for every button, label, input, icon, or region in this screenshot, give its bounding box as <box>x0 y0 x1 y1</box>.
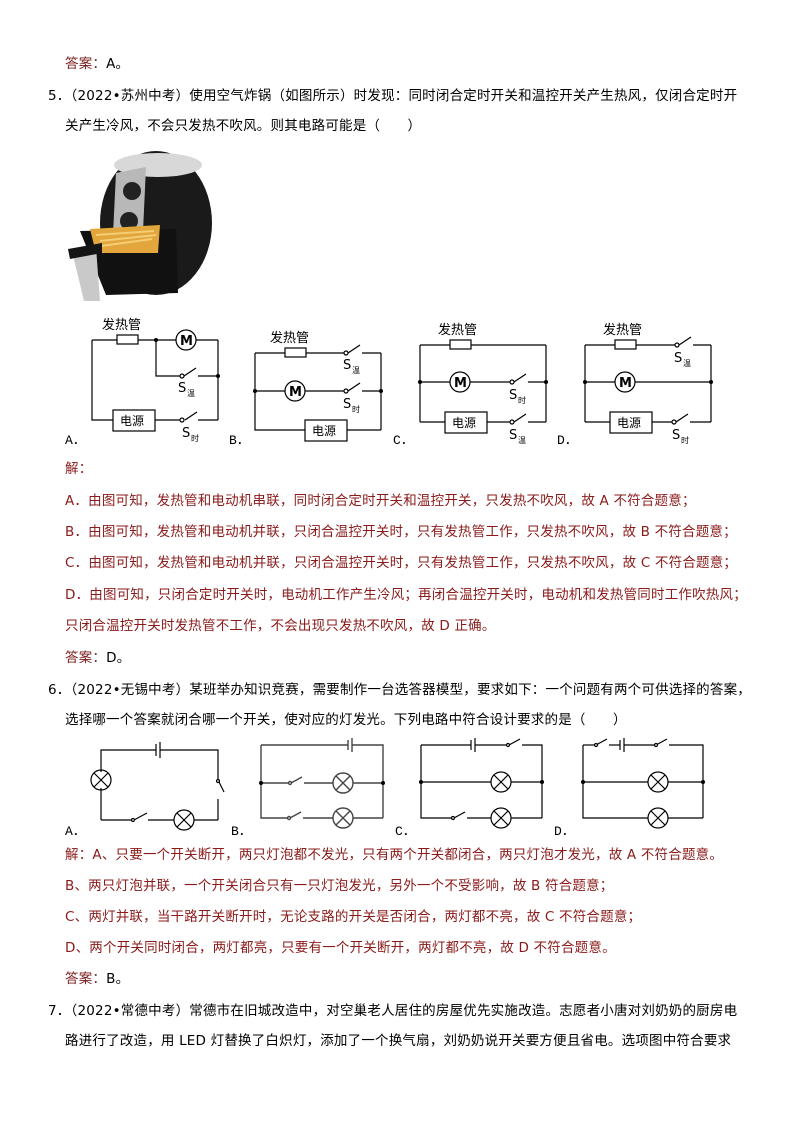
svg-text:发热管: 发热管 <box>438 322 477 338</box>
q6-circuit-b <box>259 738 385 829</box>
q6-option-b[interactable]: B． <box>231 824 252 839</box>
answer-label: 答案： <box>65 56 107 72</box>
svg-text:电源: 电源 <box>617 416 641 430</box>
q6-option-d[interactable]: D． <box>554 824 575 839</box>
q5-solution-line: D．由图可知，只闭合定时开关时，电动机工作产生冷风；再闭合温控开关时，电动机和发… <box>65 587 747 603</box>
solution-label: 解： <box>65 847 93 863</box>
q5-option-b[interactable]: B． <box>229 433 250 448</box>
svg-text:温: 温 <box>683 359 691 368</box>
svg-text:时: 时 <box>352 404 360 414</box>
q5-solution-line: C．由图可知，发热管和电动机并联，只闭合温控开关时，只有发热管工作，只发热不吹风… <box>65 555 738 571</box>
svg-text:发热管: 发热管 <box>270 330 309 346</box>
question-number: 5． <box>48 88 71 104</box>
q6-stem-line1: 6．（2022•无锡中考）某班举办知识竞赛，需要制作一台选答器模型，要求如下：一… <box>48 680 751 700</box>
svg-text:时: 时 <box>518 395 526 405</box>
question-source: （2022•苏州中考） <box>70 88 190 104</box>
svg-text:S: S <box>343 358 351 373</box>
air-fryer-photo <box>68 151 212 301</box>
svg-text:M: M <box>454 376 467 391</box>
svg-text:电源: 电源 <box>312 424 336 438</box>
question-text: 使用空气炸锅（如图所示）时发现：同时闭合定时开关和温控开关产生热风，仅闭合定时开 <box>189 88 738 104</box>
svg-text:S: S <box>509 388 517 403</box>
q6-option-c[interactable]: C． <box>395 824 416 839</box>
svg-text:M: M <box>619 376 632 391</box>
svg-text:M: M <box>289 385 302 400</box>
q5-solution-line: B．由图可知，发热管和电动机并联，只闭合温控开关时，只有发热管工作，只发热不吹风… <box>65 524 737 540</box>
svg-text:发热管: 发热管 <box>102 317 141 333</box>
svg-text:S: S <box>343 397 351 412</box>
q6-option-a[interactable]: A． <box>65 824 86 839</box>
q5-circuit-d: 发热管 M 电源 S 温 S 时 <box>583 322 713 445</box>
svg-text:发热管: 发热管 <box>603 322 642 338</box>
answer-label: 答案： <box>65 971 107 987</box>
question-source: （2022•常德中考） <box>70 1003 190 1019</box>
svg-text:S: S <box>672 428 680 443</box>
question-source: （2022•无锡中考） <box>70 682 190 698</box>
svg-text:温: 温 <box>518 436 526 445</box>
solution-text: A、只要一个开关断开，两只灯泡都不发光，只有两个开关都闭合，两只灯泡才发光，故 … <box>92 847 724 863</box>
q6-solution-line: 解：A、只要一个开关断开，两只灯泡都不发光，只有两个开关都闭合，两只灯泡才发光，… <box>65 845 723 865</box>
q5-option-c[interactable]: C． <box>393 433 414 448</box>
answer-value: B。 <box>106 971 130 987</box>
q6-solution-line: B、两只灯泡并联，一个开关闭合只有一只灯泡发光，另外一个不受影响，故 B 符合题… <box>65 878 614 894</box>
q7-stem-line2: 路进行了改造，用 LED 灯替换了白炽灯，添加了一个换气扇，刘奶奶说开关要方便且… <box>65 1033 732 1049</box>
q5-solution-line: A．由图可知，发热管和电动机串联，同时闭合定时开关和温控开关，只发热不吹风，故 … <box>65 493 696 509</box>
svg-text:温: 温 <box>187 389 195 398</box>
q5-circuit-a: 发热管 M 电源 S 温 S 时 <box>91 317 220 443</box>
svg-text:电源: 电源 <box>452 416 476 430</box>
q5-solution-label: 解： <box>65 461 93 477</box>
question-text: 常德市在旧城改造中，对空巢老人居住的房屋优先实施改造。志愿者小唐对刘奶奶的厨房电 <box>189 1003 738 1019</box>
question-number: 6． <box>48 682 71 698</box>
q6-circuit-a <box>90 742 225 831</box>
svg-text:时: 时 <box>191 433 199 443</box>
svg-text:时: 时 <box>681 435 689 445</box>
q6-answer: 答案：B。 <box>65 969 129 989</box>
svg-text:S: S <box>178 381 186 396</box>
q5-answer: 答案：D。 <box>65 648 130 668</box>
question-text: 某班举办知识竞赛，需要制作一台选答器模型，要求如下：一个问题有两个可供选择的答案… <box>189 682 751 698</box>
q5-stem-line1: 5．（2022•苏州中考）使用空气炸锅（如图所示）时发现：同时闭合定时开关和温控… <box>48 86 737 106</box>
answer-value: A。 <box>106 56 130 72</box>
q6-circuit-d <box>581 738 705 829</box>
svg-text:S: S <box>182 426 190 441</box>
q5-option-d[interactable]: D． <box>557 433 578 448</box>
q6-solution-line: C、两灯并联，当干路开关断开时，无论支路的开关是否闭合，两灯都不亮，故 C 不符… <box>65 909 642 925</box>
q5-solution-line: 只闭合温控开关时发热管不工作，不会出现只发热不吹风，故 D 正确。 <box>65 618 496 634</box>
answer-label: 答案： <box>65 650 107 666</box>
q5-stem-line2: 关产生冷风，不会只发热不吹风。则其电路可能是（ ） <box>65 118 422 134</box>
q6-solution-line: D、两个开关同时闭合，两灯都亮，只要有一个开关断开，两灯都不亮，故 D 不符合题… <box>65 940 616 956</box>
q5-circuit-b: 发热管 M 电源 S 温 S 时 <box>253 330 383 442</box>
q5-option-a[interactable]: A． <box>65 433 86 448</box>
q6-circuit-c <box>419 738 544 829</box>
question-number: 7． <box>48 1003 71 1019</box>
svg-text:S: S <box>674 351 682 366</box>
q5-circuit-c: 发热管 M 电源 S 时 S 温 <box>418 322 548 445</box>
q4-answer: 答案：A。 <box>65 54 129 74</box>
svg-text:M: M <box>180 334 193 349</box>
svg-text:电源: 电源 <box>120 414 144 428</box>
svg-text:温: 温 <box>352 366 360 375</box>
q6-stem-line2: 选择哪一个答案就闭合哪一个开关，使对应的灯发光。下列电路中符合设计要求的是（ ） <box>65 712 627 728</box>
svg-text:S: S <box>509 428 517 443</box>
answer-value: D。 <box>106 650 131 666</box>
q7-stem-line1: 7．（2022•常德中考）常德市在旧城改造中，对空巢老人居住的房屋优先实施改造。… <box>48 1001 737 1021</box>
